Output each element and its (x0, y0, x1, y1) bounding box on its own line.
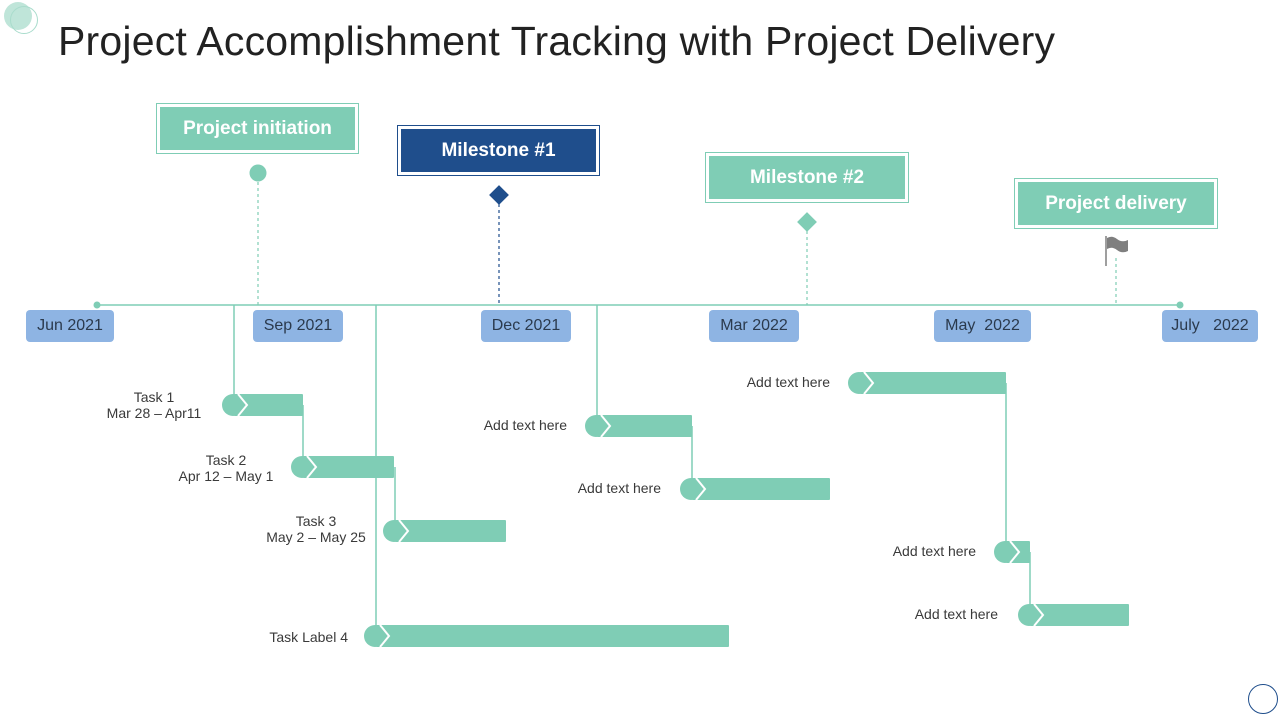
chevron-icon (379, 624, 391, 648)
task-label-4: Task Label 4 (269, 629, 348, 645)
milestone-label: Project delivery (1018, 182, 1214, 225)
task-bar (234, 394, 303, 416)
task-name: Task 1 (133, 389, 175, 405)
date-pill-dec-2021: Dec 2021 (481, 310, 571, 342)
task-label-6: Add text here (577, 480, 661, 496)
initiation-circle-marker (249, 164, 267, 182)
task-start-dot (383, 520, 405, 542)
task-label-7: Add text here (746, 374, 830, 390)
page-title: Project Accomplishment Tracking with Pro… (58, 18, 1056, 64)
task-start-dot (848, 372, 870, 394)
milestone-box-milestone-2: Milestone #2 (705, 152, 909, 203)
task-range: Apr 12 – May 1 (178, 468, 274, 484)
task-label-1: Task 1 Mar 28 – Apr11 (98, 389, 210, 421)
chevron-icon (1009, 540, 1021, 564)
task-start-dot (222, 394, 244, 416)
decor-circle-bottom-right (1248, 684, 1278, 714)
chevron-icon (863, 371, 875, 395)
task-range: Mar 28 – Apr11 (106, 405, 202, 421)
date-pill-jun-2021: Jun 2021 (26, 310, 114, 342)
decor-circle-top-left-outline (10, 6, 38, 34)
chevron-icon (306, 455, 318, 479)
task-bar (860, 372, 1006, 394)
date-pill-sep-2021: Sep 2021 (253, 310, 343, 342)
chevron-icon (1033, 603, 1045, 627)
task-start-dot (585, 415, 607, 437)
date-pill-may-2022: May 2022 (934, 310, 1031, 342)
task-range: May 2 – May 25 (266, 529, 366, 545)
milestone-box-project-delivery: Project delivery (1014, 178, 1218, 229)
chevron-icon (398, 519, 410, 543)
milestone-label: Milestone #1 (401, 129, 596, 172)
chevron-icon (237, 393, 249, 417)
task-label-9: Add text here (914, 606, 998, 622)
task-start-dot (1018, 604, 1040, 626)
milestone-label: Project initiation (160, 107, 355, 150)
task-bar (303, 456, 394, 478)
milestone-1-diamond-marker (489, 185, 509, 205)
task-start-dot (680, 478, 702, 500)
timeline-end-dot (1176, 301, 1184, 309)
task-label-3: Task 3 May 2 – May 25 (262, 513, 370, 545)
task-label-5: Add text here (483, 417, 567, 433)
milestone-box-project-initiation: Project initiation (156, 103, 359, 154)
task-start-dot (364, 625, 386, 647)
task-start-dot (994, 541, 1016, 563)
task-bar (395, 520, 506, 542)
date-pill-july-2022: July 2022 (1162, 310, 1258, 342)
task-label-8: Add text here (892, 543, 976, 559)
task-bar (692, 478, 830, 500)
milestone-box-milestone-1: Milestone #1 (397, 125, 600, 176)
milestone-label: Milestone #2 (709, 156, 905, 199)
task-start-dot (291, 456, 313, 478)
task-name: Task 3 (295, 513, 337, 529)
task-bar (1030, 604, 1129, 626)
date-pill-mar-2022: Mar 2022 (709, 310, 799, 342)
task-bar (376, 625, 729, 647)
task-bar (597, 415, 692, 437)
task-name: Task 2 (205, 452, 247, 468)
task-label-2: Task 2 Apr 12 – May 1 (172, 452, 280, 484)
chevron-icon (695, 477, 707, 501)
flag-icon (1105, 236, 1128, 266)
chevron-icon (600, 414, 612, 438)
timeline-start-dot (93, 301, 101, 309)
